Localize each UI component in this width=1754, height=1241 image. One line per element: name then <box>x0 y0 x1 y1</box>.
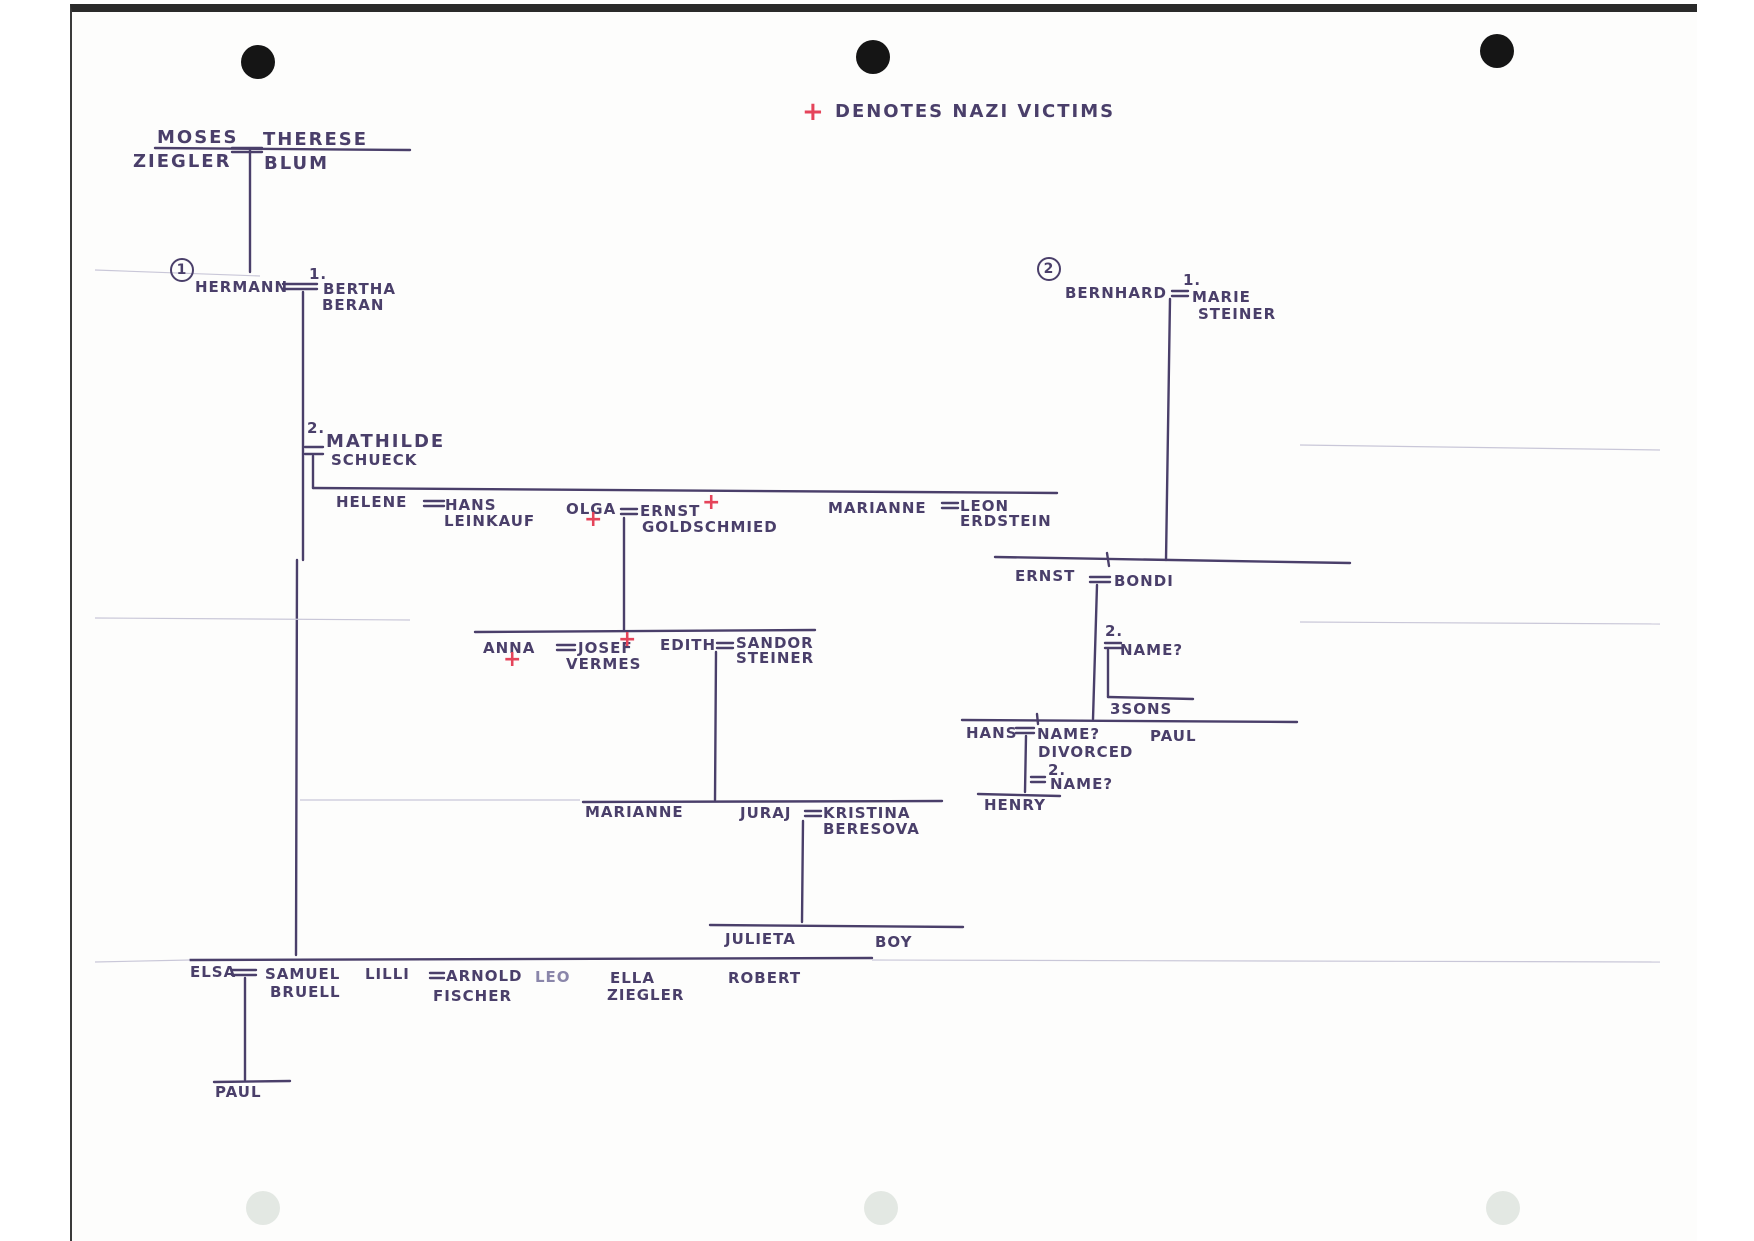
person-sandor: SANDOR <box>736 634 814 652</box>
person-ernst: ERNST <box>1015 567 1076 585</box>
person-julieta: JULIETA <box>725 930 796 948</box>
person-3-sons: 3SONS <box>1110 700 1173 718</box>
person-therese: THERESE <box>263 129 369 150</box>
person-name-unknown: NAME? <box>1037 725 1101 743</box>
victim-marker-ernst: + <box>702 490 722 515</box>
person-marianne: MARIANNE <box>585 803 684 821</box>
surname-bondi: BONDI <box>1114 572 1174 590</box>
person-josef: JOSEF <box>578 639 633 657</box>
surname-goldschmied: GOLDSCHMIED <box>642 518 778 536</box>
surname-blum: BLUM <box>264 153 330 174</box>
person-kristina: KRISTINA <box>823 804 911 822</box>
person-bertha: BERTHA <box>323 280 396 298</box>
person-mathilde: MATHILDE <box>326 431 446 452</box>
person-paul: PAUL <box>1150 727 1197 745</box>
person-arnold: ARNOLD <box>446 967 523 985</box>
person-name-unknown: NAME? <box>1120 641 1184 659</box>
person-boy: BOY <box>875 933 913 951</box>
person-ella: ELLA <box>610 969 655 987</box>
surname-steiner: STEINER <box>1198 305 1277 323</box>
legend-cross: + <box>802 97 825 127</box>
person-marie: MARIE <box>1192 288 1251 306</box>
person-paul: PAUL <box>215 1083 262 1101</box>
person-henry: HENRY <box>984 796 1046 814</box>
marriage-number-2: 2. <box>1048 761 1067 779</box>
branch-number-1: 1 <box>170 258 194 282</box>
person-ernst: ERNST <box>640 502 701 520</box>
person-marianne: MARIANNE <box>828 499 927 517</box>
surname-fischer: FISCHER <box>433 987 512 1005</box>
person-edith: EDITH <box>660 636 717 654</box>
marriage-number-2: 2. <box>1105 622 1124 640</box>
person-juraj: JURAJ <box>740 804 792 822</box>
surname-beran: BERAN <box>322 296 385 314</box>
person-elsa: ELSA <box>190 963 237 981</box>
person-moses: MOSES <box>157 127 239 148</box>
person-leon: LEON <box>960 497 1010 515</box>
person-anna: ANNA <box>483 639 536 657</box>
legend-text: DENOTES NAZI VICTIMS <box>835 101 1116 122</box>
person-lilli: LILLI <box>365 965 410 983</box>
surname-steiner: STEINER <box>736 649 815 667</box>
person-hermann: HERMANN <box>195 278 288 296</box>
marriage-number-2: 2. <box>307 419 326 437</box>
binder-holes <box>241 34 1514 79</box>
person-bernhard: BERNHARD <box>1065 284 1167 302</box>
person-hans: HANS <box>445 496 497 514</box>
marriage-number-1: 1. <box>309 265 328 283</box>
surname-ziegler: ZIEGLER <box>133 151 232 172</box>
surname-leinkauf: LEINKAUF <box>444 512 536 530</box>
surname-ziegler: ZIEGLER <box>607 986 685 1004</box>
person-helene: HELENE <box>336 493 408 511</box>
person-name-unknown-2: NAME? <box>1050 775 1114 793</box>
person-leo: LEO <box>535 968 571 986</box>
surname-erdstein: ERDSTEIN <box>960 512 1052 530</box>
surname-vermes: VERMES <box>566 655 642 673</box>
branch-number-2: 2 <box>1037 257 1061 281</box>
victim-marker-josef: + <box>618 627 638 652</box>
person-robert: ROBERT <box>728 969 802 987</box>
person-samuel: SAMUEL <box>265 965 341 983</box>
victim-marker-anna: + <box>503 647 523 672</box>
status-divorced: DIVORCED <box>1038 743 1134 761</box>
person-hans: HANS <box>966 724 1018 742</box>
marriage-number-1: 1. <box>1183 271 1202 289</box>
person-olga: OLGA <box>566 500 617 518</box>
surname-schueck: SCHUECK <box>331 451 418 469</box>
victim-marker-olga: + <box>584 507 604 532</box>
surname-bruell: BRUELL <box>270 983 341 1001</box>
surname-beresova: BERESOVA <box>823 820 920 838</box>
